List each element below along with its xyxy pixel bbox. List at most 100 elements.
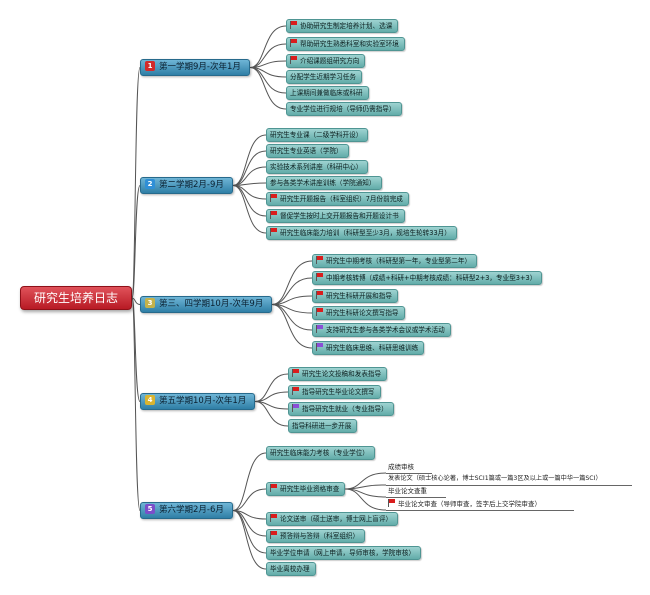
leaf-label: 毕业离校办理 — [270, 565, 310, 573]
leaf-node[interactable]: 研究生中期考核（科研型第一年，专业型第二年） — [312, 254, 478, 268]
leaf-node[interactable]: 帮助研究生熟悉科室和实验室环境 — [286, 37, 405, 51]
red-flag-icon — [270, 211, 277, 219]
leaf-node[interactable]: 分配学生近期学习任务 — [286, 70, 362, 84]
leaf-label: 指导科研进一步开展 — [292, 422, 352, 430]
leaf-node[interactable]: 参与各类学术讲座训练（学院通知） — [266, 176, 382, 190]
leaf-label: 参与各类学术讲座训练（学院通知） — [270, 179, 376, 187]
red-flag-icon — [292, 387, 299, 395]
leaf-label: 研究生中期考核（科研型第一年，专业型第二年） — [326, 257, 472, 265]
leaf-node[interactable]: 预答辩与答辩（科室组织） — [266, 529, 366, 543]
priority-5-icon: 5 — [145, 504, 155, 514]
leaf-label: 中期考核转博（成绩+科研+中期考核成绩：科研型2+3，专业型3+3） — [326, 274, 537, 282]
red-flag-icon — [270, 194, 277, 202]
leaf-label: 上课期间兼做临床或科研 — [290, 89, 363, 97]
leaf-node[interactable]: 研究生临床能力考核（专业学位） — [266, 446, 375, 460]
leaf-node[interactable]: 专业学位进行规培（导师仍需指导） — [286, 102, 402, 116]
red-flag-icon — [316, 308, 323, 316]
branch-label: 第五学期10月-次年1月 — [159, 396, 247, 406]
red-flag-icon — [290, 56, 297, 64]
purple-flag-icon — [292, 404, 299, 412]
leaf-node[interactable]: 研究生科研论文撰写指导 — [312, 306, 405, 320]
red-flag-icon — [292, 369, 299, 377]
priority-1-icon: 1 — [145, 61, 155, 71]
branch-semester-6[interactable]: 5 第六学期2月-6月 — [140, 502, 233, 519]
leaf-label: 协助研究生制定培养计划、选课 — [300, 22, 393, 30]
leaf-label: 研究生开题报告（科室组织）7月份前完成 — [280, 195, 403, 203]
red-flag-icon — [316, 256, 323, 264]
red-flag-icon — [388, 499, 395, 507]
leaf-label: 研究生毕业资格审查 — [280, 485, 340, 493]
leaf-label: 帮助研究生熟悉科室和实验室环境 — [300, 40, 399, 48]
leaf-node[interactable]: 研究生专业课（二级学科开设） — [266, 128, 369, 142]
leaf-label: 支持研究生参与各类学术会议或学术活动 — [326, 326, 445, 334]
sub-label: 发表论文（硕士核心论著，博士SCI1篇或一篇3区及以上或一篇中华一篇SCI） — [388, 475, 602, 482]
leaf-label: 督促学生按时上交开题报告和开题设计书 — [280, 212, 399, 220]
sub-underline — [386, 485, 632, 486]
sub-label: 毕业论文审查（导师审查，签字后上交学院审查） — [398, 500, 541, 508]
purple-flag-icon — [316, 325, 323, 333]
purple-flag-icon — [316, 343, 323, 351]
sub-underline — [386, 473, 432, 474]
branch-label: 第一学期9月-次年1月 — [159, 62, 241, 72]
sub-underline — [386, 510, 574, 511]
leaf-label: 研究生专业课（二级学科开设） — [270, 131, 363, 139]
sub-underline — [386, 497, 446, 498]
sub-label: 成绩审核 — [388, 463, 414, 471]
leaf-label: 研究生临床能力培训（科研型至少3月，规培生轮转33月） — [280, 229, 451, 237]
branch-semester-3-4[interactable]: 3 第三、四学期10月-次年9月 — [140, 296, 273, 313]
leaf-node[interactable]: 论文送审（硕士送审，博士网上盲评） — [266, 512, 399, 526]
leaf-node[interactable]: 协助研究生制定培养计划、选课 — [286, 19, 399, 33]
leaf-node[interactable]: 毕业离校办理 — [266, 562, 316, 576]
priority-2-icon: 2 — [145, 179, 155, 189]
leaf-label: 预答辩与答辩（科室组织） — [280, 532, 360, 540]
branch-label: 第六学期2月-6月 — [159, 505, 224, 515]
leaf-node[interactable]: 毕业学位申请（网上申请，导师审核，学院审核） — [266, 546, 422, 560]
leaf-node[interactable]: 督促学生按时上交开题报告和开题设计书 — [266, 209, 405, 223]
leaf-label: 研究生专业英语（学院） — [270, 147, 343, 155]
leaf-node[interactable]: 研究生专业英语（学院） — [266, 144, 349, 158]
leaf-label: 专业学位进行规培（导师仍需指导） — [290, 105, 396, 113]
sub-item[interactable]: 发表论文（硕士核心论著，博士SCI1篇或一篇3区及以上或一篇中华一篇SCI） — [388, 474, 602, 484]
red-flag-icon — [290, 21, 297, 29]
leaf-label: 分配学生近期学习任务 — [290, 73, 356, 81]
leaf-label: 介绍课题组研究方向 — [300, 57, 360, 65]
leaf-node[interactable]: 指导研究生就业（专业指导） — [288, 402, 394, 416]
leaf-node[interactable]: 上课期间兼做临床或科研 — [286, 86, 369, 100]
branch-semester-1[interactable]: 1 第一学期9月-次年1月 — [140, 59, 250, 76]
leaf-label: 毕业学位申请（网上申请，导师审核，学院审核） — [270, 549, 416, 557]
leaf-node[interactable]: 介绍课题组研究方向 — [286, 54, 366, 68]
branch-label: 第二学期2月-9月 — [159, 180, 224, 190]
leaf-node[interactable]: 研究生论文投稿和发表指导 — [288, 367, 388, 381]
priority-4-icon: 4 — [145, 395, 155, 405]
red-flag-icon — [270, 531, 277, 539]
red-flag-icon — [316, 273, 323, 281]
leaf-label: 研究生科研论文撰写指导 — [326, 309, 399, 317]
leaf-label: 研究生临床能力考核（专业学位） — [270, 449, 369, 457]
leaf-node[interactable]: 支持研究生参与各类学术会议或学术活动 — [312, 323, 451, 337]
leaf-label: 论文送审（硕士送审，博士网上盲评） — [280, 515, 393, 523]
leaf-node[interactable]: 研究生开题报告（科室组织）7月份前完成 — [266, 192, 409, 206]
leaf-label: 指导研究生就业（专业指导） — [302, 405, 388, 413]
branch-semester-2[interactable]: 2 第二学期2月-9月 — [140, 177, 233, 194]
red-flag-icon — [290, 39, 297, 47]
sub-label: 毕业论文查重 — [388, 487, 427, 495]
branch-label: 第三、四学期10月-次年9月 — [159, 299, 264, 309]
sub-item[interactable]: 毕业论文审查（导师审查，签字后上交学院审查） — [388, 499, 541, 509]
sub-item[interactable]: 成绩审核 — [388, 462, 414, 472]
sub-item[interactable]: 毕业论文查重 — [388, 486, 427, 496]
root-node[interactable]: 研究生培养日志 — [20, 286, 132, 310]
red-flag-icon — [270, 484, 277, 492]
leaf-node[interactable]: 研究生科研开展和指导 — [312, 289, 398, 303]
leaf-node[interactable]: 研究生临床思维、科研思维训练 — [312, 341, 425, 355]
leaf-node[interactable]: 实验技术系列讲座（科研中心） — [266, 160, 369, 174]
leaf-node[interactable]: 中期考核转博（成绩+科研+中期考核成绩：科研型2+3，专业型3+3） — [312, 271, 543, 285]
leaf-node[interactable]: 研究生临床能力培训（科研型至少3月，规培生轮转33月） — [266, 226, 457, 240]
leaf-node[interactable]: 研究生毕业资格审查 — [266, 482, 346, 496]
leaf-label: 指导研究生毕业论文撰写 — [302, 388, 375, 396]
leaf-node[interactable]: 指导科研进一步开展 — [288, 419, 358, 433]
leaf-node[interactable]: 指导研究生毕业论文撰写 — [288, 385, 381, 399]
red-flag-icon — [316, 291, 323, 299]
priority-3-icon: 3 — [145, 298, 155, 308]
branch-semester-5[interactable]: 4 第五学期10月-次年1月 — [140, 393, 256, 410]
